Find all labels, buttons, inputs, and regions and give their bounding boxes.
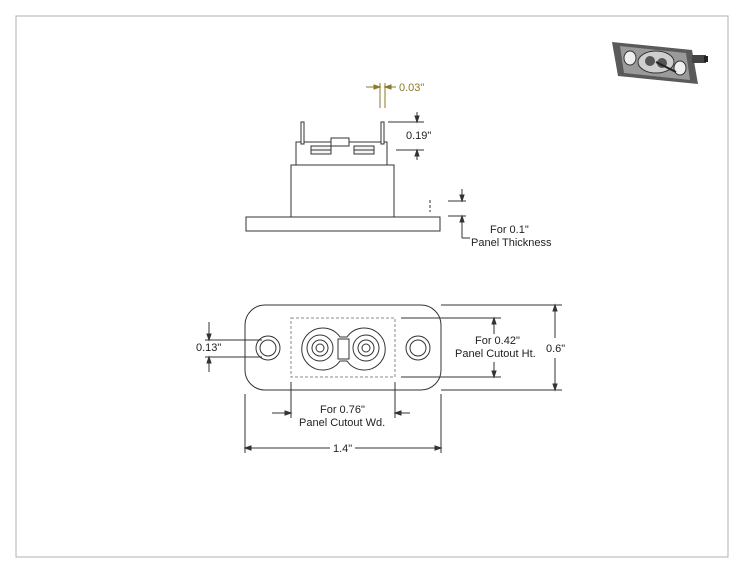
dimension-panel-thickness <box>429 189 470 239</box>
dimension-hole-diameter <box>205 322 262 372</box>
label-pin-height: 0.19" <box>406 130 431 142</box>
dimension-overall-height <box>441 303 562 392</box>
dimension-pin-height <box>388 112 424 160</box>
front-view <box>244 304 442 391</box>
dimension-pin-width <box>366 83 396 108</box>
label-overall-height: 0.6" <box>546 343 565 355</box>
label-hole-diameter: 0.13" <box>196 342 221 354</box>
label-cutout-height-1: For 0.42" <box>475 335 520 347</box>
side-elevation-view <box>245 121 441 232</box>
dimension-cutout-height <box>401 316 501 379</box>
label-panel-thickness-2: Panel Thickness <box>471 237 552 249</box>
dimension-overall-width <box>243 394 443 453</box>
label-panel-thickness-1: For 0.1" <box>490 224 529 236</box>
sheet-border <box>15 15 729 558</box>
label-pin-width: 0.03" <box>399 82 424 94</box>
label-overall-width: 1.4" <box>333 443 352 455</box>
label-cutout-height-2: Panel Cutout Ht. <box>455 348 536 360</box>
connector-3d-thumbnail <box>612 42 708 84</box>
dimension-cutout-width <box>272 382 410 418</box>
label-cutout-width-1: For 0.76" <box>320 404 365 416</box>
label-cutout-width-2: Panel Cutout Wd. <box>299 417 385 429</box>
